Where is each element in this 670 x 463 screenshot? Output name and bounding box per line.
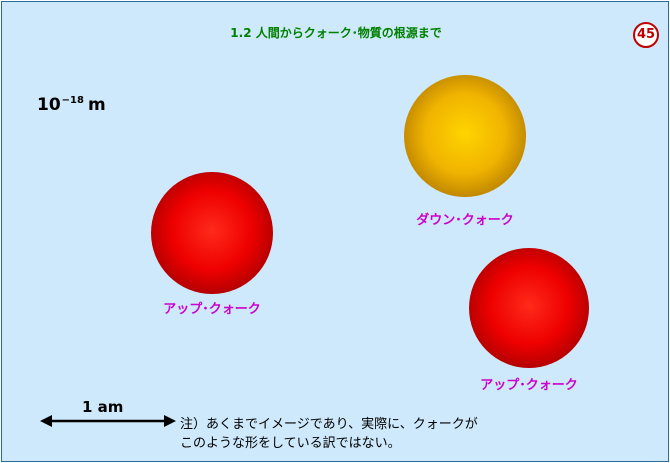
note-text: 注）あくまでイメージであり、実際に、クォークが このような形をしている訳ではない… xyxy=(180,415,478,453)
up-quark-label-1: アップ･クォーク xyxy=(163,302,261,317)
slide-title: 1.2 人間からクォーク･物質の根源まで xyxy=(230,26,442,40)
up-quark-sphere-1 xyxy=(151,172,273,294)
up-quark-label-2: アップ･クォーク xyxy=(480,378,578,393)
scale-base: 10 xyxy=(37,95,61,115)
scale-bar-label: 1 am xyxy=(82,398,124,416)
scale-unit: m xyxy=(87,95,106,115)
note-line-1: 注）あくまでイメージであり、実際に、クォークが xyxy=(180,417,478,432)
down-quark-label: ダウン･クォーク xyxy=(416,213,514,228)
page-number-badge: 45 xyxy=(633,22,659,48)
note-line-2: このような形をしている訳ではない。 xyxy=(180,436,401,451)
double-arrow-icon xyxy=(40,415,176,427)
down-quark-sphere xyxy=(404,75,526,197)
up-quark-sphere-2 xyxy=(469,248,589,368)
scale-exponent: −18 xyxy=(61,95,84,106)
